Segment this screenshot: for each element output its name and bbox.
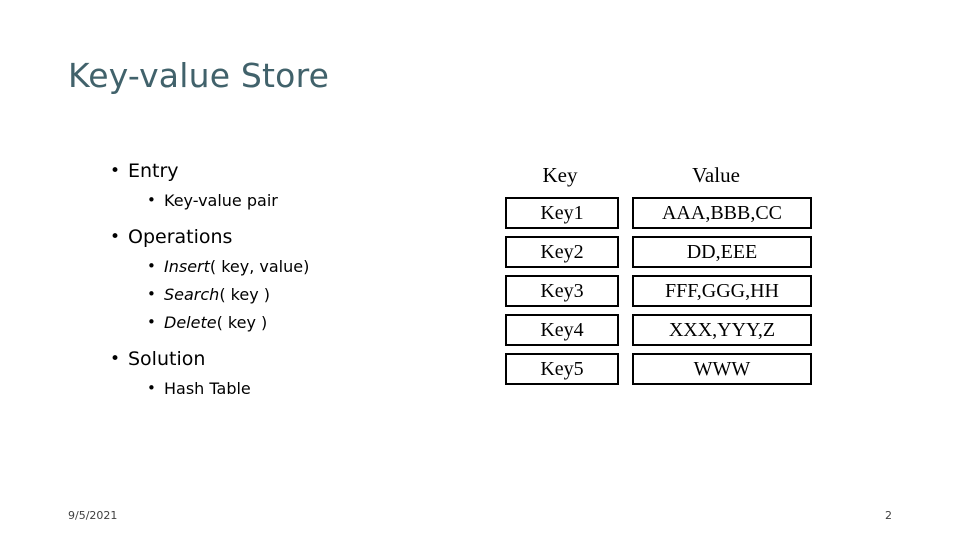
bullet-level2-delete: • Delete ( key ) <box>147 311 490 334</box>
bullet-glyph-icon: • <box>147 191 156 209</box>
operation-args-delete: ( key ) <box>216 313 268 332</box>
bullet-level2-hash-table: • Hash Table <box>147 377 490 400</box>
bullet-level1-operations: • Operations <box>110 224 490 250</box>
bullet-glyph-icon: • <box>110 349 121 369</box>
table-row: Key2 DD,EEE <box>505 236 812 268</box>
bullet-glyph-icon: • <box>147 285 156 303</box>
column-header-key: Key <box>542 163 578 187</box>
bullet-level1-entry: • Entry <box>110 158 490 184</box>
bullet-level1-label: Entry <box>128 160 179 182</box>
outline-group-operations: • Operations • Insert ( key, value) • Se… <box>110 224 490 334</box>
bullet-level1-label: Solution <box>128 348 206 370</box>
bullet-level1-label: Operations <box>128 226 233 248</box>
bullet-level2-insert: • Insert ( key, value) <box>147 255 490 278</box>
operation-name-insert: Insert <box>164 257 210 276</box>
footer-page-number: 2 <box>885 509 892 522</box>
table-cell-value: XXX,YYY,Z <box>632 314 812 346</box>
operation-name-search: Search <box>164 285 220 304</box>
table-cell-key: Key2 <box>505 236 619 268</box>
bullet-level2-label: Hash Table <box>164 379 251 398</box>
bullet-level2-search: • Search ( key ) <box>147 283 490 306</box>
outline-group-solution: • Solution • Hash Table <box>110 346 490 400</box>
table-cell-key: Key3 <box>505 275 619 307</box>
operation-name-delete: Delete <box>164 313 217 332</box>
operation-args-insert: ( key, value) <box>209 257 310 276</box>
table-cell-key: Key1 <box>505 197 619 229</box>
footer-date: 9/5/2021 <box>68 509 118 522</box>
bullet-glyph-icon: • <box>147 313 156 331</box>
table-row: Key5 WWW <box>505 353 812 385</box>
bullet-glyph-icon: • <box>110 161 121 181</box>
table-cell-value: DD,EEE <box>632 236 812 268</box>
key-value-table: Key Value Key1 AAA,BBB,CC Key2 DD,EEE Ke… <box>505 163 812 392</box>
outline-group-entry: • Entry • Key-value pair <box>110 158 490 212</box>
table-header-row: Key Value <box>505 163 812 188</box>
table-cell-value: AAA,BBB,CC <box>632 197 812 229</box>
bullet-level2-key-value-pair: • Key-value pair <box>147 189 490 212</box>
table-cell-key: Key5 <box>505 353 619 385</box>
table-cell-value: WWW <box>632 353 812 385</box>
bullet-level2-label: Key-value pair <box>164 191 278 210</box>
table-cell-key: Key4 <box>505 314 619 346</box>
bullet-glyph-icon: • <box>147 379 156 397</box>
bullet-glyph-icon: • <box>147 257 156 275</box>
table-row: Key1 AAA,BBB,CC <box>505 197 812 229</box>
bullet-level1-solution: • Solution <box>110 346 490 372</box>
table-row: Key4 XXX,YYY,Z <box>505 314 812 346</box>
operation-args-search: ( key ) <box>219 285 270 304</box>
page-title: Key-value Store <box>68 56 330 95</box>
table-cell-value: FFF,GGG,HH <box>632 275 812 307</box>
column-header-value: Value <box>692 163 740 187</box>
bullet-glyph-icon: • <box>110 227 121 247</box>
bullet-outline: • Entry • Key-value pair • Operations • … <box>110 158 490 412</box>
table-row: Key3 FFF,GGG,HH <box>505 275 812 307</box>
